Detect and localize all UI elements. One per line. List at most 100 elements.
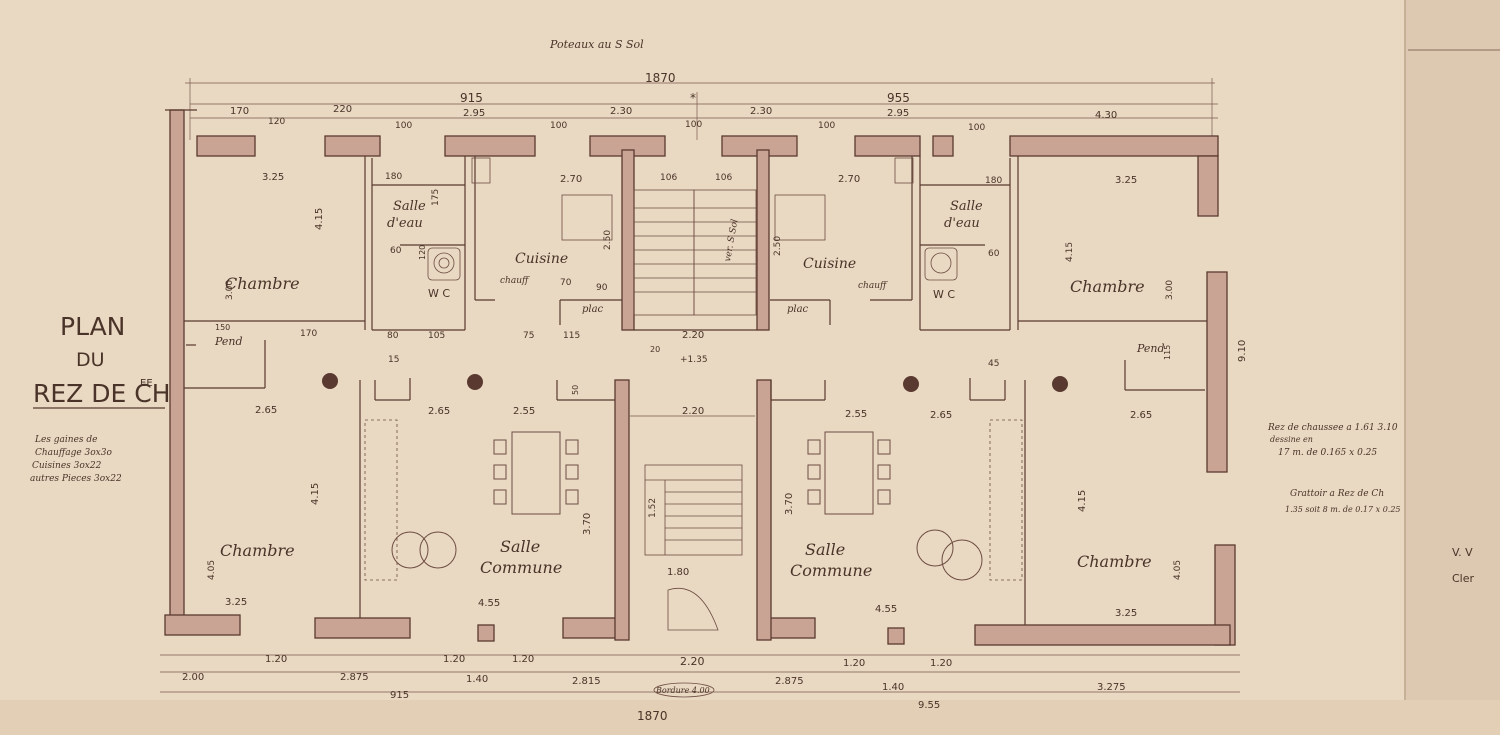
dim-ch-top-left-h: 4.15 — [314, 208, 325, 230]
bot-dim-2: 1.20 — [265, 654, 287, 665]
right-edge-text-2: Cler — [1452, 572, 1475, 585]
bot-dim-7: 2.815 — [572, 676, 601, 687]
small-dim-12: 170 — [300, 329, 317, 339]
right-note-1: Rez de chaussee a 1.61 3.10 — [1267, 423, 1398, 433]
dim-ch-bot-left-h: 4.15 — [310, 483, 321, 505]
label-cuisine-left: Cuisine — [515, 251, 568, 267]
small-dim-15: 50 — [571, 385, 580, 395]
right-note-2: dessine en — [1270, 435, 1313, 444]
bot-half-left: 915 — [390, 690, 409, 701]
dim-ch-bot-left-h2: 4.05 — [207, 560, 217, 580]
title-superscript: EE — [140, 378, 153, 389]
room-dimensions: 3.25 4.15 3.00 180 175 2.70 2.50 2.70 2.… — [207, 172, 1248, 619]
top-right-half-dim: 955 — [887, 91, 910, 105]
lower-stair: 1.80 1.52 — [644, 464, 743, 631]
stair-bottom-dim: 1.80 — [667, 567, 689, 578]
dim-sc-left-b: 4.55 — [478, 598, 500, 609]
title-line-2: DU — [76, 349, 105, 371]
opening-dim-4: 100 — [685, 120, 702, 130]
small-dim-11: 150 — [215, 323, 230, 332]
dim-sc-right-h: 3.70 — [784, 493, 795, 515]
paper-right-panel — [1405, 0, 1500, 735]
dim-level: +1.35 — [680, 355, 708, 365]
dim-sde-left-w: 180 — [385, 172, 402, 182]
small-dim-1: 120 — [418, 245, 427, 260]
right-note-5: 1.35 soit 8 m. de 0.17 x 0.25 — [1285, 505, 1401, 514]
label-wc-right: W C — [933, 288, 955, 301]
right-edge-text-1: V. V — [1452, 546, 1473, 559]
opening-dim-1: 120 — [268, 117, 285, 127]
dim-sc-left-w2: 2.55 — [513, 406, 535, 417]
column-right-1 — [903, 376, 919, 392]
bot-dim-center: 2.20 — [680, 655, 705, 668]
dim-ch-top-right-w: 3.25 — [1115, 175, 1137, 186]
bot-dim-1: 2.00 — [182, 672, 204, 683]
dim-ch-bot-right-b: 3.25 — [1115, 608, 1137, 619]
top-dim-a: 170 — [230, 106, 249, 117]
bot-dim-3: 2.875 — [340, 672, 369, 683]
dim-cuisine-left-h: 2.50 — [603, 230, 613, 250]
left-note-3: Cuisines 3ox22 — [32, 461, 102, 471]
bot-dim-5: 1.20 — [512, 654, 534, 665]
label-pend-left: Pend — [214, 335, 243, 348]
top-total-dim: 1870 — [645, 71, 676, 85]
label-chambre-bottom-right: Chambre — [1077, 552, 1152, 571]
header-note: Poteaux au S Sol — [549, 38, 644, 51]
dim-ch-bot-right-h: 4.15 — [1077, 490, 1088, 512]
bottom-dimensions: 2.00 1.20 2.875 1.20 1.20 1.40 2.815 2.2… — [160, 654, 1240, 723]
label-plac-right: plac — [787, 304, 809, 315]
small-dim-16: 20 — [650, 345, 660, 354]
dim-ch-top-right-side: 3.00 — [1165, 280, 1175, 300]
top-dim-b: 220 — [333, 104, 352, 115]
dim-ch-bot-left-w: 2.65 — [255, 405, 277, 416]
opening-dim-6: 100 — [968, 123, 985, 133]
dim-right-side: 9.10 — [1237, 340, 1248, 362]
right-note-3: 17 m. de 0.165 x 0.25 — [1278, 448, 1377, 458]
dim-hall-mid: 2.20 — [682, 406, 704, 417]
exterior-walls — [164, 109, 1236, 646]
left-notes: Les gaines de Chauffage 3ox3o Cuisines 3… — [30, 435, 122, 484]
small-dim-3: 60 — [988, 249, 1000, 259]
top-dim-f: 2.95 — [887, 108, 909, 119]
label-chauff-right: chauff — [858, 281, 888, 291]
label-chauff-left: chauff — [500, 276, 530, 286]
dim-ch-bot-left-b: 3.25 — [225, 597, 247, 608]
left-note-1: Les gaines de — [34, 435, 97, 445]
dim-cuisine-right-w: 2.70 — [838, 174, 860, 185]
opening-dim-3: 100 — [550, 121, 567, 131]
small-dim-14: 15 — [388, 355, 399, 365]
column-left-1 — [322, 373, 338, 389]
interior-partitions — [184, 156, 1207, 625]
dim-ch-bot-right-w: 2.65 — [1130, 410, 1152, 421]
label-chambre-bottom-left: Chambre — [220, 541, 295, 560]
dim-cuisine-right-h: 2.50 — [773, 236, 783, 256]
top-dim-e: 2.30 — [750, 106, 772, 117]
stair-dim-2: 106 — [715, 173, 732, 183]
small-dim-9: 70 — [560, 278, 572, 288]
top-left-half-dim: 915 — [460, 91, 483, 105]
dim-sde-right-w: 180 — [985, 176, 1002, 186]
stair-side-dim: 1.52 — [648, 498, 658, 518]
top-dim-g: 4.30 — [1095, 110, 1117, 121]
bot-dim-6: 1.40 — [466, 674, 488, 685]
small-dim-7: 75 — [523, 331, 534, 341]
bot-dim-10: 1.40 — [882, 682, 904, 693]
bot-dim-11: 1.20 — [930, 658, 952, 669]
label-plac-left: plac — [582, 304, 604, 315]
small-dim-8: 90 — [596, 283, 608, 293]
small-dimensions: 120 60 60 80 105 115 75 90 70 45 150 170… — [215, 245, 1172, 395]
left-note-2: Chauffage 3ox3o — [35, 448, 112, 458]
label-pend-right: Pend — [1136, 342, 1165, 355]
label-chambre-top-left: Chambre — [225, 274, 300, 293]
column-right-2 — [1052, 376, 1068, 392]
label-chambre-top-right: Chambre — [1070, 277, 1145, 296]
dim-sc-right-w2: 2.65 — [930, 410, 952, 421]
dim-sde-left-h: 175 — [431, 189, 441, 206]
fixtures — [322, 157, 1068, 581]
label-cuisine-right: Cuisine — [803, 256, 856, 272]
right-notes: Rez de chaussee a 1.61 3.10 dessine en 1… — [1267, 423, 1475, 585]
